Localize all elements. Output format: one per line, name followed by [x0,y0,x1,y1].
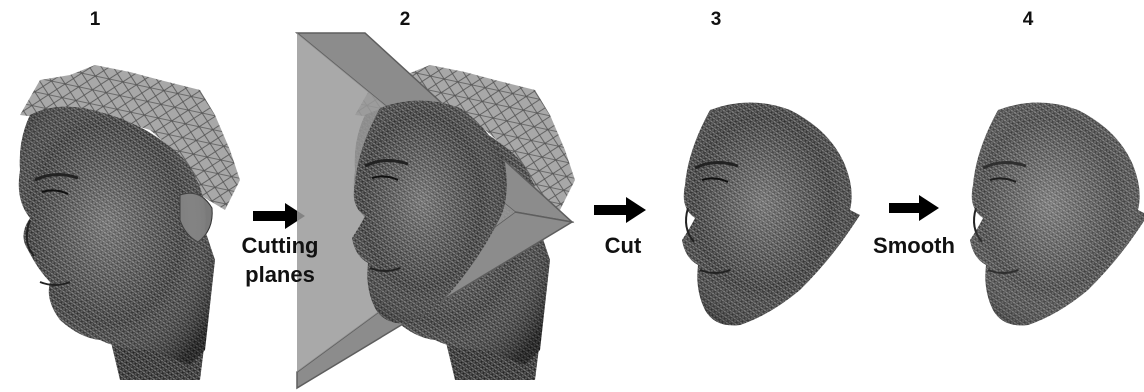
head-scan-raw [19,65,240,380]
operation-label-cutting-planes: Cutting planes [242,232,319,289]
face-cut [682,103,860,326]
face-smoothed [970,103,1144,326]
head-with-cutting-planes [297,33,575,388]
arrow-cut [594,197,646,223]
operation-label-smooth: Smooth [873,232,955,261]
operation-label-cut: Cut [605,232,642,261]
arrow-smooth [889,195,939,221]
